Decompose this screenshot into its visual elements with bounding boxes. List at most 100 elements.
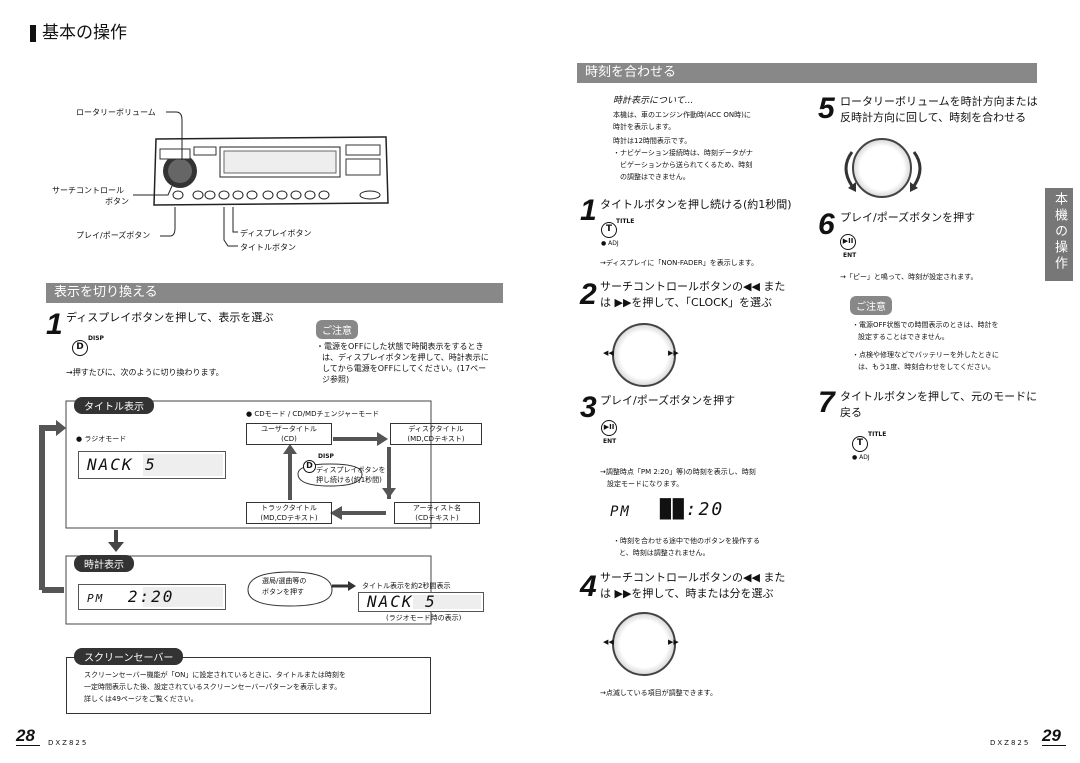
page-number: 29 <box>1042 726 1061 745</box>
play-pause-icon: ▶II <box>601 420 617 436</box>
page-number-rule <box>16 745 40 746</box>
title-display-tab: タイトル表示 <box>74 397 154 414</box>
seek-forward-icon: ▶▶ <box>668 638 679 646</box>
radio-mode-note: (ラジオモード時の表示) <box>386 614 462 622</box>
track-title-box: トラックタイトル (MD,CDテキスト) <box>246 502 332 524</box>
step-text: ディスプレイボタンを押して、表示を選ぶ <box>66 311 274 324</box>
lcd-shade <box>142 454 223 476</box>
track-title-l1: トラックタイトル <box>261 504 317 512</box>
caution-line: は、もう1度、時刻合わせをしてください。 <box>858 363 995 371</box>
display-button-icon: D <box>303 460 316 473</box>
label-title-button: タイトルボタン <box>240 243 296 252</box>
page-number: 28 <box>16 726 35 745</box>
lcd-shade <box>142 587 223 607</box>
disc-title-l2: (MD,CDテキスト) <box>407 435 465 443</box>
clock-about-heading: 時計表示について... <box>613 96 694 106</box>
clock-about-line: 時計を表示します。 <box>613 123 676 131</box>
step-number: 7 <box>818 386 835 419</box>
lcd-text: NACK 5 <box>367 592 437 611</box>
step-number: 5 <box>818 92 835 125</box>
label-search-button: ボタン <box>105 197 129 206</box>
disp-icon-label: DISP <box>88 335 104 342</box>
step-text: サーチコントロールボタンの◀◀ また <box>600 571 786 584</box>
disc-title-box: ディスクタイトル (MD,CDテキスト) <box>390 423 482 445</box>
clock-about-line: 本機は、車のエンジン作動時(ACC ON時)に <box>613 111 751 119</box>
user-title-l2: (CD) <box>281 435 297 443</box>
screensaver-line: 一定時間表示した後、設定されているスクリーンセーバーパターンを表示します。 <box>84 683 342 691</box>
clock-about-line: の調整はできません。 <box>620 173 690 181</box>
caution-line: ・電源OFF状態での時間表示のときは、時計を <box>852 321 999 329</box>
clock-display-tab: 時計表示 <box>74 555 134 572</box>
rotate-arrows-icon <box>844 151 922 192</box>
lcd-pm: PM <box>87 592 105 605</box>
seek-back-icon: ◀◀ <box>603 349 614 357</box>
ent-label: ENT <box>843 252 857 259</box>
search-control-knob[interactable] <box>612 612 676 676</box>
step-text: サーチコントロールボタンの◀◀ また <box>600 280 786 293</box>
head-unit-illustration <box>150 133 392 211</box>
step-text: プレイ/ポーズボタンを押す <box>840 211 976 224</box>
step-sub-note: と、時刻は調整されません。 <box>619 549 710 557</box>
rotary-volume-knob[interactable] <box>852 138 912 198</box>
page-title: 基本の操作 <box>42 23 127 43</box>
label-play-pause: プレイ/ポーズボタン <box>76 231 151 240</box>
step-sub-note: ・時刻を合わせる途中で他のボタンを操作する <box>613 537 760 545</box>
radio-mode-label: ● ラジオモード <box>76 435 127 443</box>
caution-line: ・点検や修理などでバッテリーを外したときに <box>852 351 999 359</box>
step-note: →調整時点「PM 2:20」等)の時刻を表示し、時刻 <box>600 468 756 476</box>
section-bar-switch-display: 表示を切り換える <box>46 283 503 303</box>
title-button-icon: T <box>601 222 617 238</box>
lcd-shade <box>412 595 481 609</box>
page-number-rule <box>1042 745 1066 746</box>
disc-title-l1: ディスクタイトル <box>408 425 464 433</box>
model-name: DXZ825 <box>48 739 89 747</box>
lcd-title-2sec: NACK 5 <box>358 592 484 612</box>
search-control-knob[interactable] <box>612 323 676 387</box>
step-number: 2 <box>580 278 597 311</box>
label-rotary-volume: ロータリーボリューム <box>76 108 156 117</box>
title-2sec-label: タイトル表示を約2秒間表示 <box>362 582 451 590</box>
step-text: 反時計方向に回して、時刻を合わせる <box>840 111 1027 124</box>
track-title-l2: (MD,CDテキスト) <box>260 514 318 522</box>
artist-l2: (CDテキスト) <box>415 514 459 522</box>
step-note: 設定モードになります。 <box>607 480 684 488</box>
seek-forward-icon: ▶▶ <box>668 349 679 357</box>
step-text: ロータリーボリュームを時計方向または <box>840 95 1038 108</box>
step-number: 1 <box>46 308 63 341</box>
play-pause-icon: ▶II <box>840 234 856 250</box>
step-text: 戻る <box>840 406 862 419</box>
caution-badge: ご注意 <box>850 296 892 315</box>
step-note: →点滅している項目が調整できます。 <box>600 689 717 697</box>
step-number: 1 <box>580 194 597 227</box>
lcd-time: 2:20 <box>127 587 175 606</box>
caution-line: は、ディスプレイボタンを押して、時計表示に <box>322 353 489 362</box>
lcd-pm: PM <box>610 504 631 520</box>
lcd-clock: PM 2:20 <box>78 584 226 610</box>
section-bar-set-clock: 時刻を合わせる <box>577 63 1037 83</box>
side-tab: 本機の操作 <box>1045 188 1073 281</box>
step-text: タイトルボタンを押して、元のモードに <box>840 390 1038 403</box>
step-text: タイトルボタンを押し続ける(約1秒間) <box>600 198 792 211</box>
step-number: 4 <box>580 570 597 603</box>
disp-label: DISP <box>318 453 334 460</box>
screensaver-box <box>66 657 431 714</box>
artist-l1: アーティスト名 <box>412 504 462 512</box>
screensaver-line: 詳しくは49ページをご覧ください。 <box>84 695 198 703</box>
caution-line: 設定することはできません。 <box>858 333 949 341</box>
step-text: は ▶▶を押して、時または分を選ぶ <box>600 587 774 600</box>
caution-line: してから電源をOFFにしてください。(17ペー <box>322 364 487 373</box>
lcd-radio-station: NACK 5 <box>78 451 226 479</box>
cd-md-mode-label: ● CDモード / CD/MDチェンジャーモード <box>246 410 380 418</box>
lcd-text: NACK 5 <box>87 455 157 474</box>
seek-back-icon: ◀◀ <box>603 638 614 646</box>
lcd-adjust-time: PM ██:20 <box>610 497 760 523</box>
step-note: →ディスプレイに「NON-FADER」を表示します。 <box>600 259 759 267</box>
title-icon-label: TITLE <box>616 218 635 225</box>
device-leader-lines <box>133 111 238 247</box>
label-search-control: サーチコントロール <box>52 186 124 195</box>
label-display-button: ディスプレイボタン <box>240 229 312 238</box>
caution-line: ・電源をOFFにした状態で時間表示をするとき <box>316 342 484 351</box>
station-l1: 選局/選曲等の <box>262 577 307 585</box>
station-l2: ボタンを押す <box>262 588 304 596</box>
side-tab-text: 本機の操作 <box>1052 192 1067 272</box>
